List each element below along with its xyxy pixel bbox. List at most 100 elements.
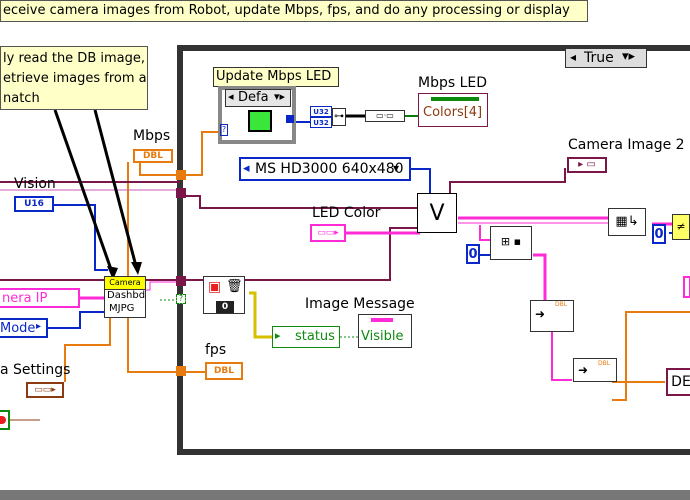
dbl-right-terminal[interactable]: DE bbox=[666, 368, 690, 396]
update-mbps-enum-selector[interactable]: ◂ Defa ▾▸ bbox=[225, 89, 291, 107]
header-comment-text: eceive camera images from Robot, update … bbox=[3, 3, 570, 18]
led-color-terminal[interactable]: ▭▭▸ bbox=[310, 224, 346, 242]
tunnel-mbps bbox=[176, 170, 186, 180]
cluster-wire-f bbox=[551, 310, 572, 381]
subvi-header: Camera bbox=[105, 277, 145, 290]
not-equal-node: ≠ bbox=[672, 214, 690, 240]
outer-loop-bottom-border bbox=[0, 490, 690, 500]
camera-dashbd-mjpg-subvi[interactable]: Camera Dashbd MJPG bbox=[104, 276, 146, 318]
camera-mode-constant[interactable]: ◂ MS HD3000 640x480 ▾ bbox=[239, 157, 411, 181]
case-selector[interactable]: ◂ True ▾▸ bbox=[565, 48, 647, 68]
fps-label: fps bbox=[205, 342, 227, 358]
mbps-led-label: Mbps LED bbox=[418, 75, 488, 91]
dbl-wire-right bbox=[612, 311, 690, 401]
mbps-type-text: DBL bbox=[142, 151, 164, 161]
vision-type-text: U16 bbox=[24, 199, 44, 209]
update-mbps-enum-value: Defa bbox=[238, 90, 269, 105]
u32-b-text: U32 bbox=[313, 118, 329, 127]
v-node: V bbox=[417, 193, 457, 233]
camera-mode-dropdown-icon[interactable]: ▾ bbox=[393, 161, 400, 175]
mbps-wire bbox=[181, 131, 222, 176]
arrowhead-2 bbox=[131, 262, 142, 275]
case-selector-left-arrow[interactable]: ◂ bbox=[570, 50, 577, 64]
mbps-terminal[interactable]: DBL bbox=[133, 149, 173, 163]
zero-b-text: 0 bbox=[654, 226, 664, 242]
subvi-line-1: Dashbd bbox=[107, 290, 146, 301]
table-node: ▦↳ bbox=[608, 208, 646, 236]
zero-a-text: 0 bbox=[468, 246, 478, 262]
camera-image-2-label: Camera Image 2 bbox=[568, 137, 685, 153]
comment-box: ly read the DB image, etrieve images fro… bbox=[0, 46, 148, 110]
status-text: status bbox=[295, 329, 335, 344]
mode-arrow-icon: ▸ bbox=[36, 321, 42, 332]
case-selector-value: True bbox=[584, 50, 614, 66]
camera-image-2-terminal[interactable]: ▸ ▭ bbox=[567, 157, 607, 173]
update-mbps-label-box: Update Mbps LED bbox=[213, 67, 339, 87]
settings-terminal[interactable]: ▭▭▸ bbox=[26, 382, 64, 398]
type-cast-node: ▭·▭ bbox=[365, 110, 405, 122]
image-message-property-node[interactable]: Visible bbox=[358, 314, 412, 348]
update-mbps-led-label: Update Mbps LED bbox=[216, 69, 332, 84]
comment-line-1: ly read the DB image, bbox=[3, 51, 145, 66]
image-wire-camera2 bbox=[449, 168, 566, 196]
vision-label: Vision bbox=[14, 176, 56, 192]
header-comment: eceive camera images from Robot, update … bbox=[0, 0, 588, 22]
subvi-line-2: MJPG bbox=[109, 303, 135, 314]
visible-property-text: Visible bbox=[361, 329, 404, 344]
image-wire-to-v bbox=[185, 227, 418, 281]
mbps-led-property-name: Colors[4] bbox=[423, 105, 483, 120]
led-color-label: LED Color bbox=[312, 205, 381, 221]
u32-b-terminal: U32 bbox=[310, 117, 332, 128]
settings-wire bbox=[64, 318, 111, 382]
image-wire-case bbox=[185, 195, 420, 209]
camera-mode-wire bbox=[410, 168, 431, 196]
comment-arrow-1 bbox=[53, 109, 115, 276]
camera-mode-left-arrow[interactable]: ◂ bbox=[243, 161, 250, 176]
fps-terminal[interactable]: DBL bbox=[205, 362, 243, 380]
enum-dropdown-icon[interactable]: ▾▸ bbox=[274, 90, 286, 103]
stop-sign-icon: ▣ bbox=[208, 279, 222, 295]
subvi-header-text: Camera bbox=[109, 278, 141, 287]
camera-ip-label: nera IP bbox=[2, 291, 48, 306]
unbundle-node-a: ➜ DBL bbox=[530, 300, 574, 332]
settings-label: a Settings bbox=[0, 362, 71, 378]
unbundle-node-b: ➜ DBL bbox=[573, 358, 617, 382]
image-message-label: Image Message bbox=[305, 296, 415, 312]
enum-left-arrow[interactable]: ◂ bbox=[228, 90, 234, 103]
mbps-led-property-node[interactable]: Colors[4] bbox=[418, 93, 488, 127]
tunnel-image-top bbox=[176, 188, 186, 198]
unbundle-b-arrow-icon: ➜ bbox=[578, 363, 589, 377]
mbps-led-property-bar bbox=[431, 97, 479, 101]
unbundle-a-arrow-icon: ➜ bbox=[535, 307, 546, 321]
tunnel-fps bbox=[176, 366, 186, 376]
mode-terminal[interactable]: Mode ▸ bbox=[0, 318, 48, 338]
vision-terminal[interactable]: U16 bbox=[14, 196, 54, 212]
question-terminal: ? bbox=[220, 124, 228, 136]
u32-a-text: U32 bbox=[313, 107, 329, 116]
status-arrow-icon: ▸ bbox=[275, 329, 281, 342]
fps-wire bbox=[127, 318, 181, 373]
dbl-right-text: DE bbox=[671, 374, 690, 390]
fps-type-text: DBL bbox=[213, 366, 235, 376]
comment-arrow-2 bbox=[93, 109, 139, 271]
v-node-text: V bbox=[429, 200, 445, 226]
pink-edge-terminal bbox=[683, 276, 690, 298]
cluster-wire-d bbox=[479, 225, 490, 241]
tunnel-bool: ? bbox=[176, 294, 186, 304]
error-wire bbox=[249, 291, 272, 339]
green-color-box[interactable] bbox=[248, 110, 272, 132]
stop-terminal[interactable] bbox=[0, 410, 10, 430]
case-selector-dropdown-icon[interactable]: ▾▸ bbox=[622, 49, 636, 64]
zero-c-text: 0 bbox=[221, 302, 229, 312]
zero-constant-b[interactable]: 0 bbox=[652, 224, 666, 244]
arrowhead-1 bbox=[107, 266, 118, 280]
mode-wire bbox=[48, 311, 105, 329]
trash-icon: 🗑 bbox=[226, 279, 243, 294]
mode-label: Mode bbox=[0, 321, 36, 336]
camera-ip-terminal[interactable]: nera IP bbox=[0, 288, 80, 308]
camera-mode-value: MS HD3000 640x480 bbox=[255, 161, 404, 177]
clear-errors-node: ▣ 🗑 0 bbox=[203, 276, 245, 314]
stop-icon bbox=[0, 416, 6, 424]
index-array-node: ⊞ ▪ bbox=[490, 226, 532, 260]
zero-constant-a[interactable]: 0 bbox=[466, 244, 480, 264]
